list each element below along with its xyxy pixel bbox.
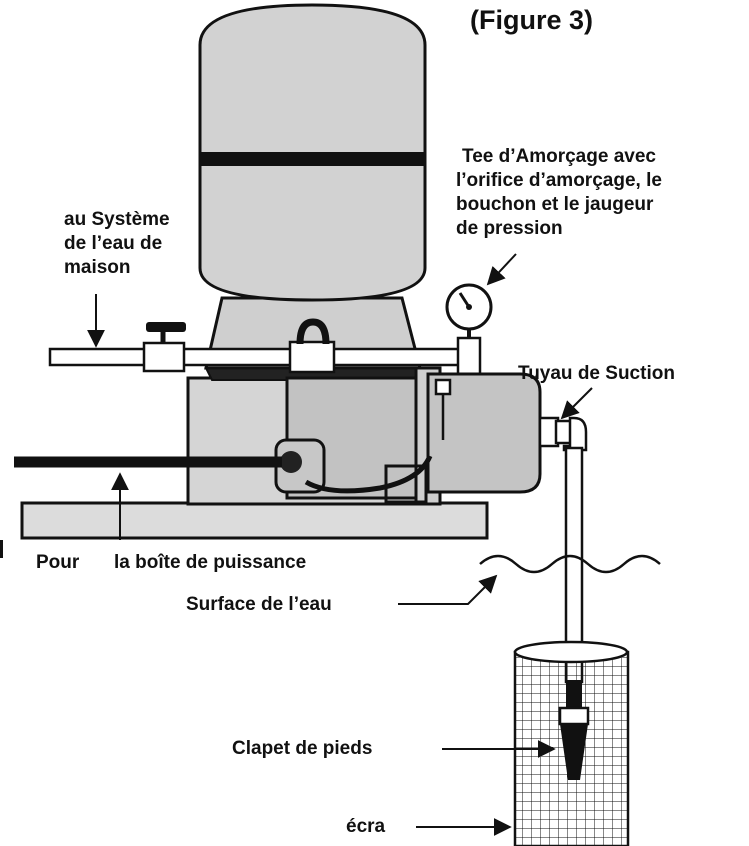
pump-bracket xyxy=(384,464,428,504)
foot-valve-body xyxy=(560,724,588,780)
strainer-rim xyxy=(513,640,629,664)
label-priming-tee-line-2: l’orifice d’amorçage, le xyxy=(456,170,662,191)
motor-wire-loop xyxy=(304,454,433,494)
base-plank xyxy=(20,501,489,540)
label-house-system: au Système de l’eau de maison xyxy=(64,208,170,280)
tank-band xyxy=(200,152,425,166)
label-priming-tee-line-1: Tee d’Amorçage avec xyxy=(462,146,656,167)
edge-mark xyxy=(0,540,3,558)
gate-valve-handle xyxy=(146,322,186,332)
priming-tee xyxy=(456,336,482,380)
label-priming-tee: Tee d’Amorçage avec l’orifice d’amorçage… xyxy=(456,145,662,241)
water-surface-wave xyxy=(479,554,661,574)
label-house-system-line-3: maison xyxy=(64,257,131,278)
label-water-surface: Surface de l’eau xyxy=(186,594,332,615)
leader-suction-pipe xyxy=(560,387,593,420)
leader-priming-tee xyxy=(486,253,517,286)
label-pour: Pour xyxy=(36,552,80,573)
figure-title: (Figure 3) xyxy=(470,5,594,35)
label-house-system-line-1: au Système xyxy=(64,209,170,230)
label-foot-valve: Clapet de pieds xyxy=(232,738,373,759)
house-pipe xyxy=(48,347,476,367)
label-power-box: la boîte de puissance xyxy=(114,552,307,573)
union-loop xyxy=(296,318,330,345)
foot-valve-band xyxy=(558,706,590,726)
gate-valve xyxy=(142,341,186,373)
label-priming-tee-line-4: de pression xyxy=(456,218,563,239)
leader-water-surface xyxy=(398,574,498,605)
label-priming-tee-line-3: bouchon et le jaugeur xyxy=(456,194,654,215)
cable-grommet xyxy=(280,451,302,473)
foot-valve-stem xyxy=(566,680,582,710)
label-screen: écra xyxy=(346,816,386,837)
pump-head xyxy=(426,372,542,494)
union-fitting xyxy=(288,340,336,374)
tee-port xyxy=(434,378,452,396)
gauge-hub xyxy=(466,304,472,310)
label-suction-pipe: Tuyau de Suction xyxy=(518,363,675,384)
label-house-system-line-2: de l’eau de xyxy=(64,233,163,254)
